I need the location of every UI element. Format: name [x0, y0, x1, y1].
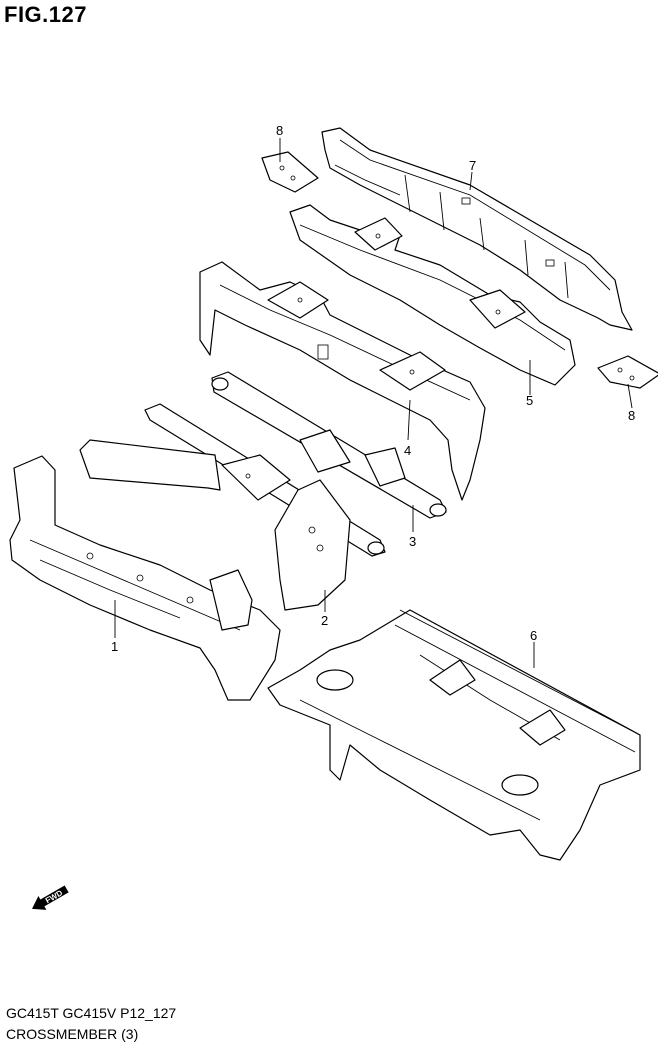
figure-title: FIG.127 — [4, 2, 87, 27]
callout-1: 1 — [111, 639, 118, 654]
callout-4: 4 — [404, 443, 411, 458]
fwd-arrow-icon: FWD — [32, 885, 69, 910]
part-2-bracket — [79, 403, 386, 611]
part-8-plate-upper — [261, 151, 319, 193]
part-5-crossmember — [289, 204, 576, 386]
part-8-plate-lower — [597, 355, 658, 389]
part-3-tube-crossmember — [211, 371, 447, 519]
callout-2: 2 — [321, 613, 328, 628]
callout-7: 7 — [469, 158, 476, 173]
callout-6: 6 — [530, 628, 537, 643]
part-1-crossmember — [9, 455, 281, 701]
figure-code: GC415T GC415V P12_127 — [6, 1005, 177, 1021]
callout-3: 3 — [409, 534, 416, 549]
callout-8-upper: 8 — [276, 123, 283, 138]
part-7-crossmember — [321, 127, 633, 331]
figure-name: CROSSMEMBER (3) — [6, 1026, 139, 1042]
callout-8-lower: 8 — [628, 408, 635, 423]
part-4-crossmember — [199, 261, 486, 501]
part-6-frame-assembly — [267, 609, 641, 861]
callout-5: 5 — [526, 393, 533, 408]
leader-lines — [114, 138, 633, 668]
